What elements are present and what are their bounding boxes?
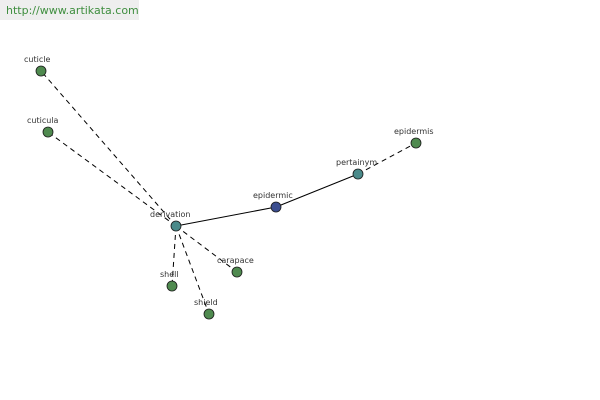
node-shield[interactable]: shield xyxy=(194,298,218,320)
node-epidermis[interactable]: epidermis xyxy=(394,127,434,149)
node-shield-dot[interactable] xyxy=(203,308,215,320)
node-derivation-label: derivation xyxy=(150,210,190,219)
node-cuticula-dot[interactable] xyxy=(42,126,54,138)
node-cuticle-label: cuticle xyxy=(24,55,50,64)
node-epidermis-dot[interactable] xyxy=(410,137,422,149)
node-epidermic-dot[interactable] xyxy=(270,201,282,213)
node-carapace[interactable]: carapace xyxy=(217,256,254,278)
node-cuticula-label: cuticula xyxy=(27,116,59,125)
graph-nodes: cuticle cuticula derivation epidermic pertai… xyxy=(24,55,434,320)
node-shield-label: shield xyxy=(194,298,218,307)
edge-derivation-shell xyxy=(171,225,177,287)
node-cuticula[interactable]: cuticula xyxy=(27,116,59,138)
node-cuticle-dot[interactable] xyxy=(35,65,47,77)
node-derivation[interactable]: derivation xyxy=(150,210,190,232)
edge-pertainym-epidermis xyxy=(357,142,417,175)
edge-epidermic-pertainym xyxy=(275,173,359,208)
node-pertainym[interactable]: pertainym xyxy=(336,158,377,180)
edge-derivation-epidermic xyxy=(175,206,277,227)
node-derivation-dot[interactable] xyxy=(170,220,182,232)
node-pertainym-dot[interactable] xyxy=(352,168,364,180)
site-url-link[interactable]: http://www.artikata.com xyxy=(6,4,139,17)
edge-derivation-carapace xyxy=(175,225,238,273)
node-cuticle[interactable]: cuticle xyxy=(24,55,50,77)
edge-derivation-shield xyxy=(175,225,210,315)
node-epidermic[interactable]: epidermic xyxy=(253,191,293,213)
node-pertainym-label: pertainym xyxy=(336,158,377,167)
node-shell-dot[interactable] xyxy=(166,280,178,292)
node-epidermic-label: epidermic xyxy=(253,191,293,200)
edge-derivation-cuticle xyxy=(40,70,177,227)
site-banner: http://www.artikata.com xyxy=(0,0,139,20)
node-shell-label: shell xyxy=(160,270,179,279)
node-carapace-label: carapace xyxy=(217,256,254,265)
node-epidermis-label: epidermis xyxy=(394,127,434,136)
graph-edges xyxy=(40,70,417,315)
node-carapace-dot[interactable] xyxy=(231,266,243,278)
node-shell[interactable]: shell xyxy=(160,270,179,292)
